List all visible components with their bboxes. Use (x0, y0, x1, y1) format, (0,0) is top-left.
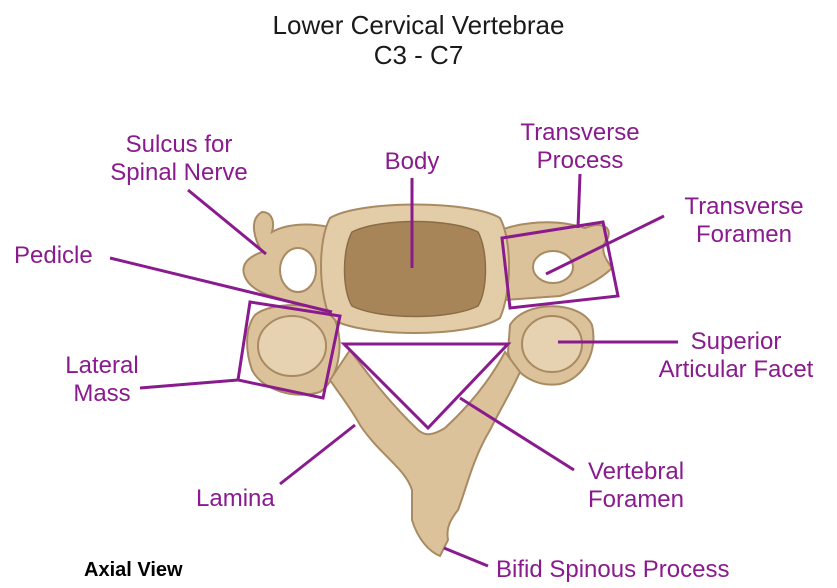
title-line-2: C3 - C7 (0, 40, 837, 70)
label-transverse-process-line1: Transverse (498, 119, 662, 147)
lamina-spinous-arch (330, 350, 520, 556)
label-pedicle: Pedicle (14, 242, 93, 270)
label-superior-facet-line1: Superior (640, 328, 832, 356)
label-sulcus: Sulcus for Spinal Nerve (94, 131, 264, 187)
label-transverse-foramen-line2: Foramen (658, 221, 830, 249)
label-vertebral-foramen-line1: Vertebral (556, 458, 716, 486)
label-transverse-foramen: Transverse Foramen (658, 193, 830, 249)
left-articular-facet (258, 316, 326, 376)
label-sulcus-line1: Sulcus for (94, 131, 264, 159)
left-transverse-foramen (280, 248, 316, 292)
transverse-process-leader (578, 174, 580, 228)
label-superior-facet-line2: Articular Facet (640, 356, 832, 384)
title-line-1: Lower Cervical Vertebrae (0, 10, 837, 40)
view-label: Axial View (84, 558, 183, 582)
label-transverse-foramen-line1: Transverse (658, 193, 830, 221)
right-transverse-foramen (533, 251, 573, 283)
label-superior-facet: Superior Articular Facet (640, 328, 832, 384)
label-lamina: Lamina (196, 485, 275, 513)
label-vertebral-foramen: Vertebral Foramen (556, 458, 716, 514)
right-articular-facet (522, 316, 582, 372)
label-lateral-mass: Lateral Mass (42, 352, 162, 408)
cancellous-bone (345, 222, 486, 317)
label-lateral-mass-line1: Lateral (42, 352, 162, 380)
label-sulcus-line2: Spinal Nerve (94, 159, 264, 187)
bifid-spinous-leader (444, 548, 488, 566)
label-transverse-process-line2: Process (498, 147, 662, 175)
label-lateral-mass-line2: Mass (42, 380, 162, 408)
label-bifid-spinous: Bifid Spinous Process (496, 556, 729, 584)
label-transverse-process: Transverse Process (498, 119, 662, 175)
lamina-leader (280, 425, 355, 484)
label-vertebral-foramen-line2: Foramen (556, 486, 716, 514)
label-body: Body (362, 148, 462, 176)
